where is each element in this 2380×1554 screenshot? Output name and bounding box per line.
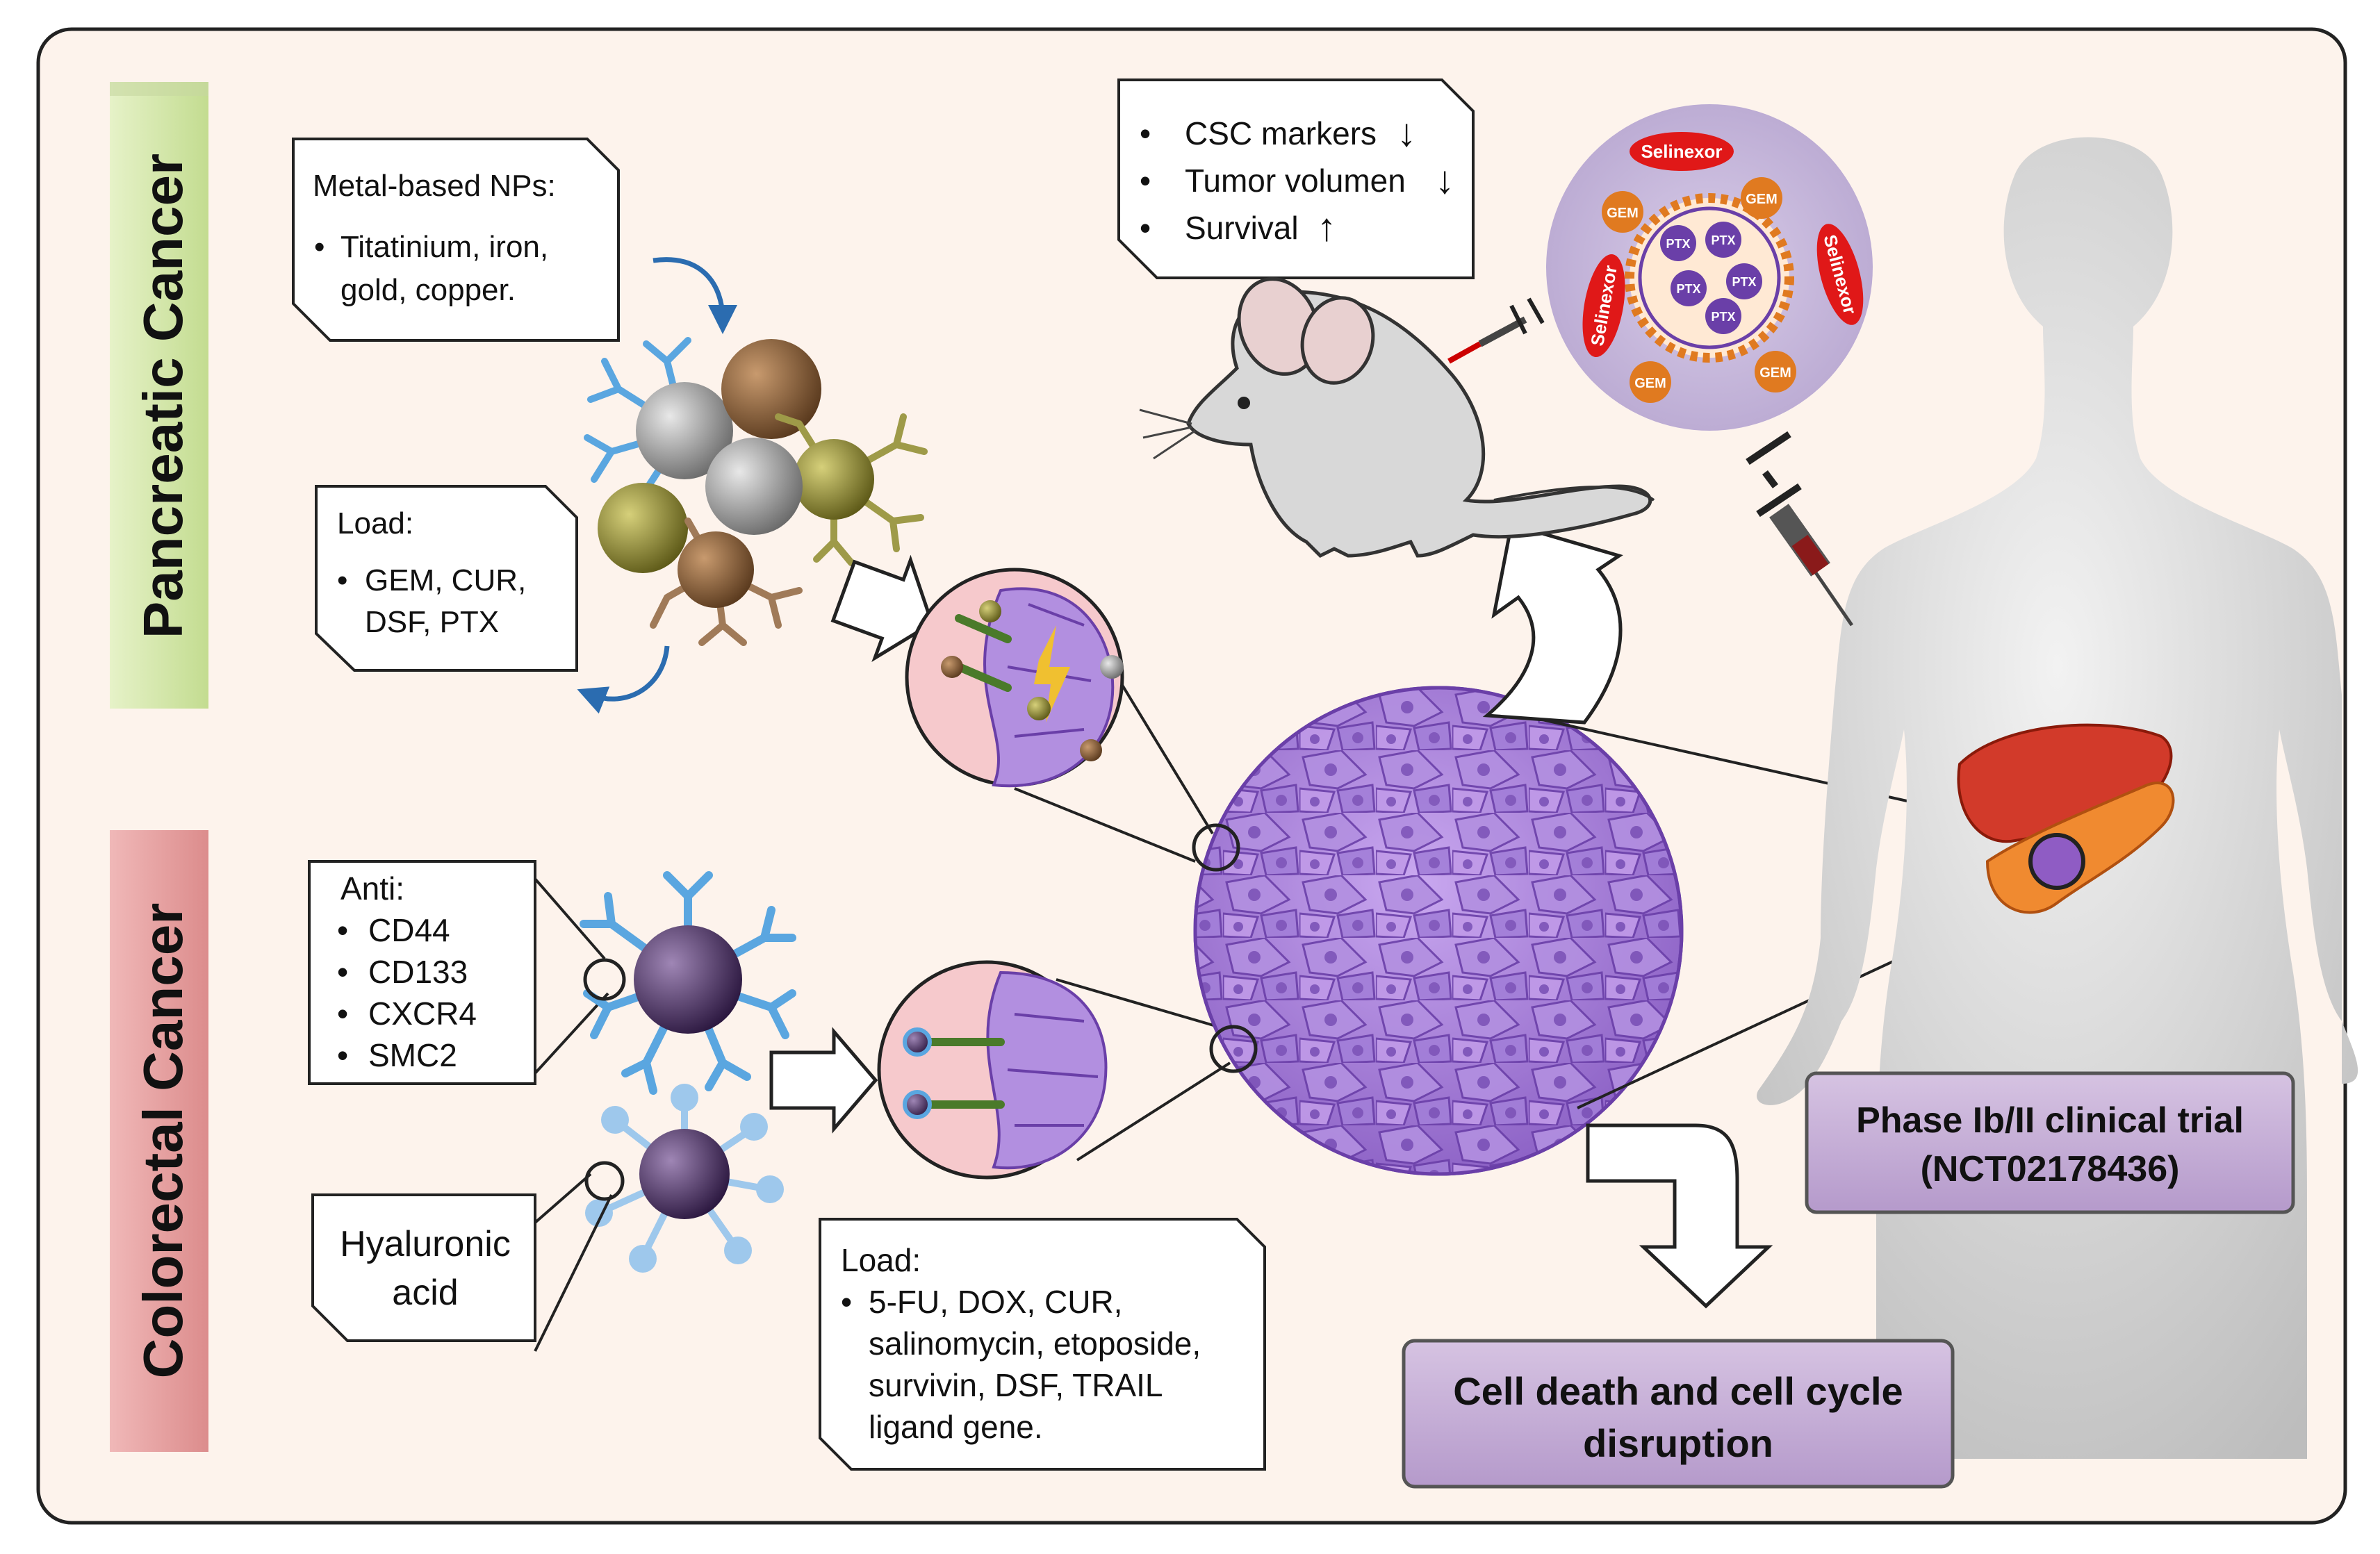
colorectal-cancer-tag: Colorectal Cancer: [110, 830, 208, 1452]
hyaluronic-box: Hyaluronic acid: [311, 1193, 536, 1342]
gem-dots: GEM GEM GEM GEM: [1602, 177, 1796, 403]
metal-nps-line1: Titatinium, iron,: [340, 230, 548, 264]
liver-pancreas-icon: [1957, 723, 2175, 914]
anti-bullet-1: •: [337, 912, 348, 948]
mouse-illustration: [1139, 277, 1655, 559]
brown-nanoparticle-2-icon: [678, 531, 754, 608]
hyaluronic-connector-1: [534, 1173, 592, 1224]
selinexor-label-1: Selinexor: [1641, 141, 1722, 162]
ptx-label-2: PTX: [1711, 233, 1735, 247]
anti-item-3: CXCR4: [368, 995, 477, 1032]
open-arrow-colorectal-icon: [769, 1027, 878, 1134]
outcome-bullet-2: •: [1140, 163, 1151, 199]
metal-nps-bullet: •: [314, 230, 325, 264]
gem-label-1: GEM: [1607, 206, 1639, 221]
load-pancreatic-line1: GEM, CUR,: [365, 563, 526, 597]
hyaluronic-line2: acid: [392, 1273, 458, 1313]
hyaluronic-line1: Hyaluronic: [340, 1224, 511, 1264]
zoom-inset-colorectal: [877, 960, 1231, 1180]
curved-arrow-bottom-icon: [577, 645, 670, 714]
ptx-cluster: PTX PTX PTX PTX PTX: [1660, 222, 1762, 334]
anti-item-1: CD44: [368, 912, 450, 948]
anti-connector-1: [534, 877, 606, 960]
metal-nps-line2: gold, copper.: [340, 273, 516, 307]
load-colorectal-title: Load:: [841, 1242, 921, 1278]
ptx-label-1: PTX: [1666, 237, 1690, 251]
anti-bullet-4: •: [337, 1037, 348, 1073]
outcome-arrow-2: ↓: [1435, 158, 1454, 201]
olive-nanoparticle-2-icon: [598, 483, 688, 573]
metal-nps-title: Metal-based NPs:: [313, 169, 556, 203]
load-colorectal-box: Load: • 5-FU, DOX, CUR, salinomycin, eto…: [819, 1218, 1266, 1471]
load-colorectal-line3: survivin, DSF, TRAIL: [869, 1367, 1163, 1403]
colorectal-cancer-label: Colorectal Cancer: [132, 903, 194, 1379]
anti-item-2: CD133: [368, 954, 468, 990]
load-pancreatic-title: Load:: [337, 506, 413, 540]
selinexor-pills: Selinexor Selinexor Selinexor: [1582, 132, 1864, 358]
anti-item-4: SMC2: [368, 1037, 457, 1073]
anti-bullet-2: •: [337, 954, 348, 990]
lightning-icon: [1034, 625, 1070, 722]
anti-connector-2: [534, 992, 609, 1075]
outcome-text-3: Survival: [1185, 210, 1299, 246]
outcome-text-2: Tumor volumen: [1185, 163, 1406, 199]
nanoparticle-inset: PTX PTX PTX PTX PTX Selinexor Selinexor …: [1546, 104, 1873, 431]
anti-title: Anti:: [340, 870, 404, 907]
clinical-trial-box: Phase Ib/II clinical trial (NCT02178436): [1805, 1071, 2295, 1214]
cell-death-box: Cell death and cell cycle disruption: [1402, 1339, 1955, 1489]
outcome-bullet-1: •: [1140, 115, 1151, 151]
metal-nanoparticle-cluster: [584, 337, 928, 646]
brown-nanoparticle-icon: [721, 339, 821, 439]
open-arrow-up-icon: [1482, 522, 1623, 725]
pancreatic-cancer-tag: Pancreatic Cancer: [110, 82, 208, 709]
open-arrow-pancreatic-icon: [830, 554, 935, 663]
syringe-mouse-icon: [1447, 297, 1545, 364]
tumor-sphere: [1192, 686, 1684, 1176]
olive-nanoparticle-icon: [794, 439, 874, 520]
gem-label-3: GEM: [1634, 376, 1666, 391]
ptx-label-5: PTX: [1711, 310, 1735, 324]
pancreatic-cancer-label: Pancreatic Cancer: [132, 154, 194, 638]
grey-nanoparticle-2-icon: [705, 438, 803, 535]
open-arrow-down-icon: [1586, 1123, 1773, 1309]
load-pancreatic-box: Load: • GEM, CUR, DSF, PTX: [315, 485, 578, 672]
outcomes-box: • CSC markers ↓ • Tumor volumen ↓ • Surv…: [1117, 78, 1475, 279]
antibody-nanoparticle: [580, 871, 796, 1095]
curved-arrow-top-icon: [653, 257, 737, 334]
outcome-arrow-3: ↑: [1317, 205, 1336, 249]
ptx-label-3: PTX: [1732, 275, 1756, 289]
hyaluronic-connector-2: [534, 1194, 613, 1352]
load-pancreatic-bullet: •: [337, 563, 347, 597]
zoom-inset-pancreatic: [905, 568, 1214, 863]
cell-death-line2: disruption: [1583, 1421, 1773, 1465]
load-pancreatic-line2: DSF, PTX: [365, 605, 499, 639]
outcome-text-1: CSC markers: [1185, 115, 1377, 151]
gem-label-4: GEM: [1759, 365, 1791, 381]
clinical-trial-line1: Phase Ib/II clinical trial: [1856, 1100, 2244, 1141]
clinical-trial-line2: (NCT02178436): [1921, 1149, 2180, 1189]
load-colorectal-bullet: •: [841, 1284, 852, 1320]
metal-nps-box: Metal-based NPs: • Titatinium, iron, gol…: [292, 138, 620, 342]
anti-box: Anti: • CD44 • CD133 • CXCR4 • SMC2: [308, 860, 536, 1085]
syringe-human-icon: [1746, 431, 1854, 627]
load-colorectal-line1: 5-FU, DOX, CUR,: [869, 1284, 1122, 1320]
grey-nanoparticle-icon: [636, 382, 733, 479]
outcome-arrow-1: ↓: [1397, 110, 1416, 154]
cell-death-line1: Cell death and cell cycle: [1453, 1369, 1903, 1413]
outcome-bullet-3: •: [1140, 210, 1151, 246]
ptx-label-4: PTX: [1676, 282, 1700, 296]
gem-label-2: GEM: [1746, 192, 1778, 207]
load-colorectal-line2: salinomycin, etoposide,: [869, 1325, 1201, 1362]
load-colorectal-line4: ligand gene.: [869, 1409, 1043, 1445]
anti-bullet-3: •: [337, 995, 348, 1032]
hyaluronic-nanoparticle: [584, 1084, 784, 1273]
